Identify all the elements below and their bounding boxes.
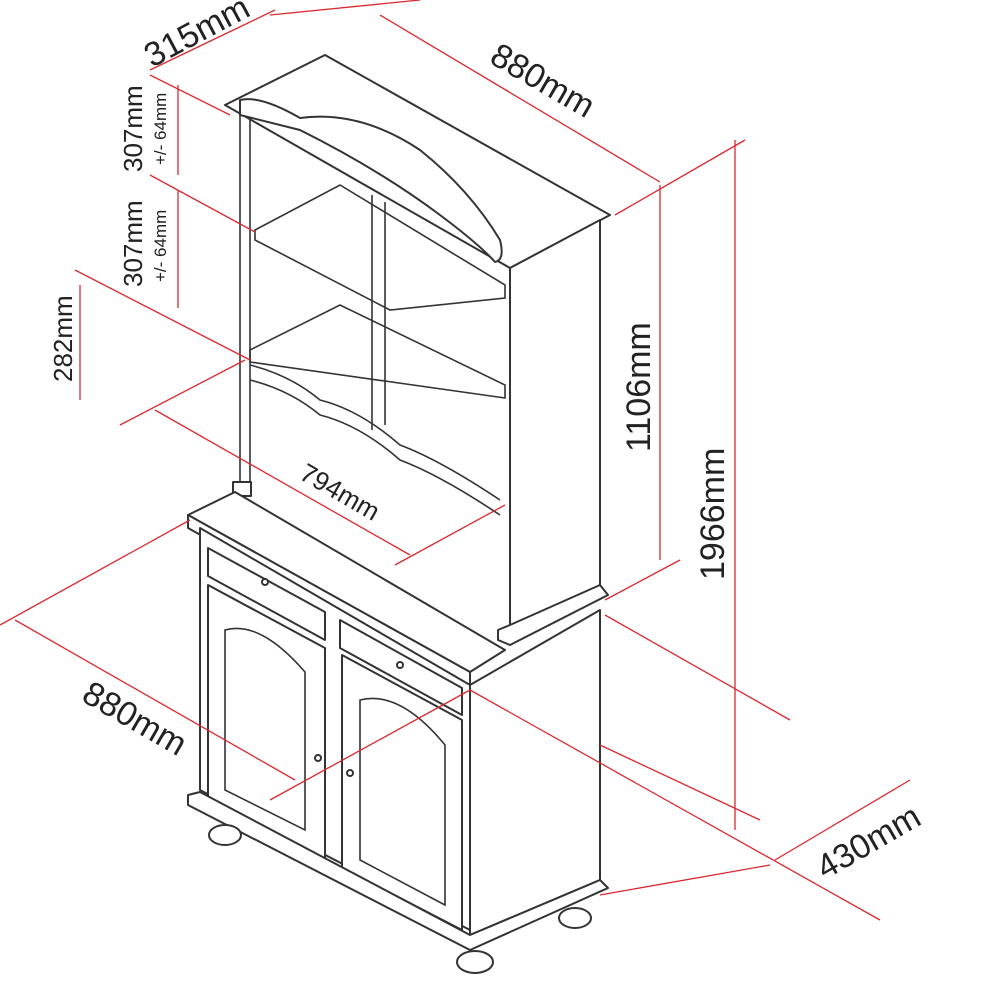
dresser-drawing (187, 54, 611, 974)
label-base-depth: 430mm (810, 797, 927, 887)
label-shelf1-height: 307mm (118, 85, 148, 172)
label-top-depth: 315mm (138, 0, 256, 75)
label-hutch-height: 1106mm (620, 322, 658, 452)
drawer-left (207, 547, 326, 641)
label-total-height: 1966mm (694, 448, 732, 580)
label-shelf2-tolerance: +/- 64mm (151, 210, 170, 282)
foot (558, 907, 592, 929)
hutch-side (509, 219, 601, 641)
hutch-base-molding (497, 584, 609, 646)
label-gap-height: 282mm (48, 295, 78, 382)
label-shelf2-height: 307mm (118, 200, 148, 287)
label-base-width: 880mm (76, 674, 193, 764)
label-inner-width: 794mm (295, 457, 385, 526)
foot (456, 950, 494, 974)
dimension-lines (0, 0, 911, 921)
foot (208, 824, 242, 846)
hutch-crest (239, 98, 503, 263)
drawer-knob-right (396, 661, 404, 669)
drawer-knob-left (261, 578, 269, 586)
label-shelf1-tolerance: +/- 64mm (151, 93, 170, 165)
